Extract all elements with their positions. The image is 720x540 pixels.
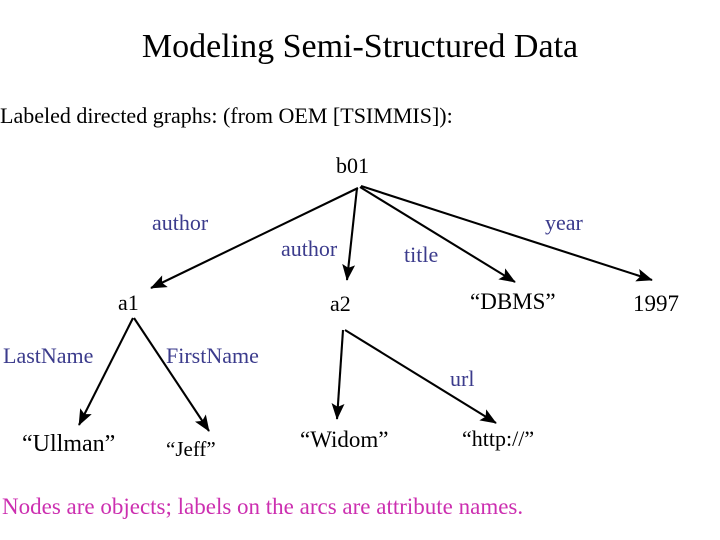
graph-node-ullman: “Ullman”: [22, 431, 116, 457]
edge-label-year: year: [545, 210, 583, 235]
graph-node-year: 1997: [633, 291, 679, 316]
page-title: Modeling Semi-Structured Data: [141, 28, 579, 65]
edge-label-title: title: [404, 242, 439, 267]
subtitle-text: Labeled directed graphs: (from OEM [TSIM…: [0, 103, 453, 128]
edge-b01-dbms: [359, 186, 516, 283]
edge-label-lastname: LastName: [3, 343, 94, 368]
edge-a1-ullman: [78, 317, 134, 426]
graph-node-http: “http://”: [462, 426, 535, 451]
graph-node-a1: a1: [118, 290, 139, 315]
edge-a2-widom: [331, 329, 345, 420]
footer-caption: Nodes are objects; labels on the arcs ar…: [2, 494, 524, 519]
graph-node-a2: a2: [330, 291, 351, 316]
edge-a1-jeff: [133, 317, 210, 432]
edge-label-author-a2: author: [281, 236, 338, 261]
edge-label-firstname: FirstName: [166, 343, 259, 368]
edge-label-url: url: [450, 366, 475, 391]
graph-node-widom: “Widom”: [300, 427, 389, 452]
graph-node-b01: b01: [336, 153, 369, 178]
edge-b01-a2: [342, 187, 359, 281]
graph-node-jeff: “Jeff”: [166, 437, 216, 461]
graph-node-dbms: “DBMS”: [470, 289, 556, 314]
edge-label-author-a1: author: [152, 210, 209, 235]
